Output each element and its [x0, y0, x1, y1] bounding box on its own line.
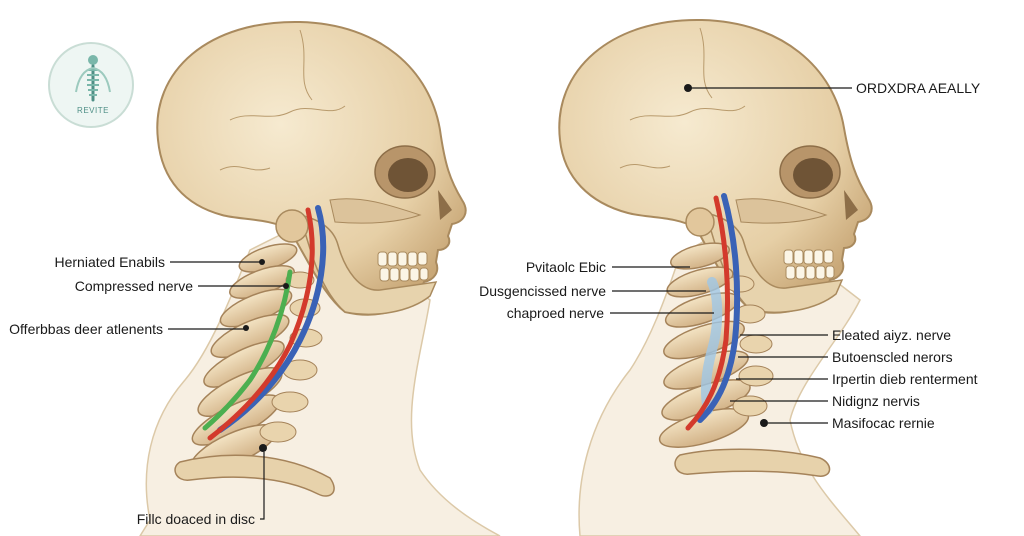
- right-dot-top: [684, 84, 692, 92]
- brand-logo: REVITE: [48, 42, 134, 128]
- left-green-nerve: [202, 269, 293, 431]
- left-dot-3: [243, 325, 249, 331]
- left-clavicle: [174, 454, 335, 497]
- right-nasal-cavity: [844, 190, 858, 220]
- left-teeth: [377, 251, 429, 282]
- right-red-nerve: [685, 195, 731, 431]
- right-cervical-spine: [658, 242, 751, 448]
- label-chaproed: chaproed nerve: [506, 305, 604, 321]
- right-skull: [558, 18, 873, 314]
- label-eleated: Eleated aiyz. nerve: [832, 327, 952, 343]
- logo-text: REVITE: [77, 106, 109, 115]
- spine-figure-icon: [75, 55, 111, 102]
- label-irpertin: Irpertin dieb renterment: [832, 371, 978, 387]
- left-figure: [139, 20, 501, 536]
- label-herniated: Herniated Enabils: [54, 254, 165, 270]
- label-fillc-disc: Fillc doaced in disc: [136, 511, 255, 527]
- right-cheekbone: [735, 198, 828, 224]
- right-inflamed-disc: [700, 277, 723, 415]
- label-masifocac: Masifocac rernie: [832, 415, 935, 431]
- left-skull-suture: [219, 29, 346, 171]
- left-cheekbone: [329, 198, 422, 224]
- right-figure: [558, 18, 873, 536]
- left-eye-socket-inner: [388, 158, 428, 192]
- label-pvitaolc: Pvitaolc Ebic: [525, 259, 606, 275]
- left-blue-nerve: [217, 205, 327, 433]
- leader-lines: [168, 87, 852, 520]
- left-nasal-cavity: [438, 190, 452, 220]
- left-red-nerve: [207, 207, 315, 441]
- label-butoenscled: Butoenscled nerors: [832, 349, 953, 365]
- right-teeth: [783, 249, 835, 280]
- label-nidignz: Nidignz nervis: [832, 393, 920, 409]
- right-clavicle: [674, 448, 831, 477]
- right-skull-suture: [619, 27, 746, 169]
- label-compressed-nerve: Compressed nerve: [74, 278, 193, 294]
- right-dot-mid: [760, 419, 768, 427]
- left-mastoid: [275, 209, 309, 243]
- left-mandible: [298, 213, 438, 315]
- label-dusgencissed: Dusgencissed nerve: [479, 283, 606, 299]
- label-ordxdra: ORDXDRA AEALLY: [856, 80, 981, 96]
- right-eye-socket-inner: [793, 158, 833, 192]
- right-mastoid: [685, 207, 715, 237]
- right-blue-nerve: [697, 193, 741, 423]
- label-offerbbas: Offerbbas deer atlenents: [9, 321, 163, 337]
- left-disc-marker: [259, 444, 267, 452]
- left-skull: [156, 20, 467, 316]
